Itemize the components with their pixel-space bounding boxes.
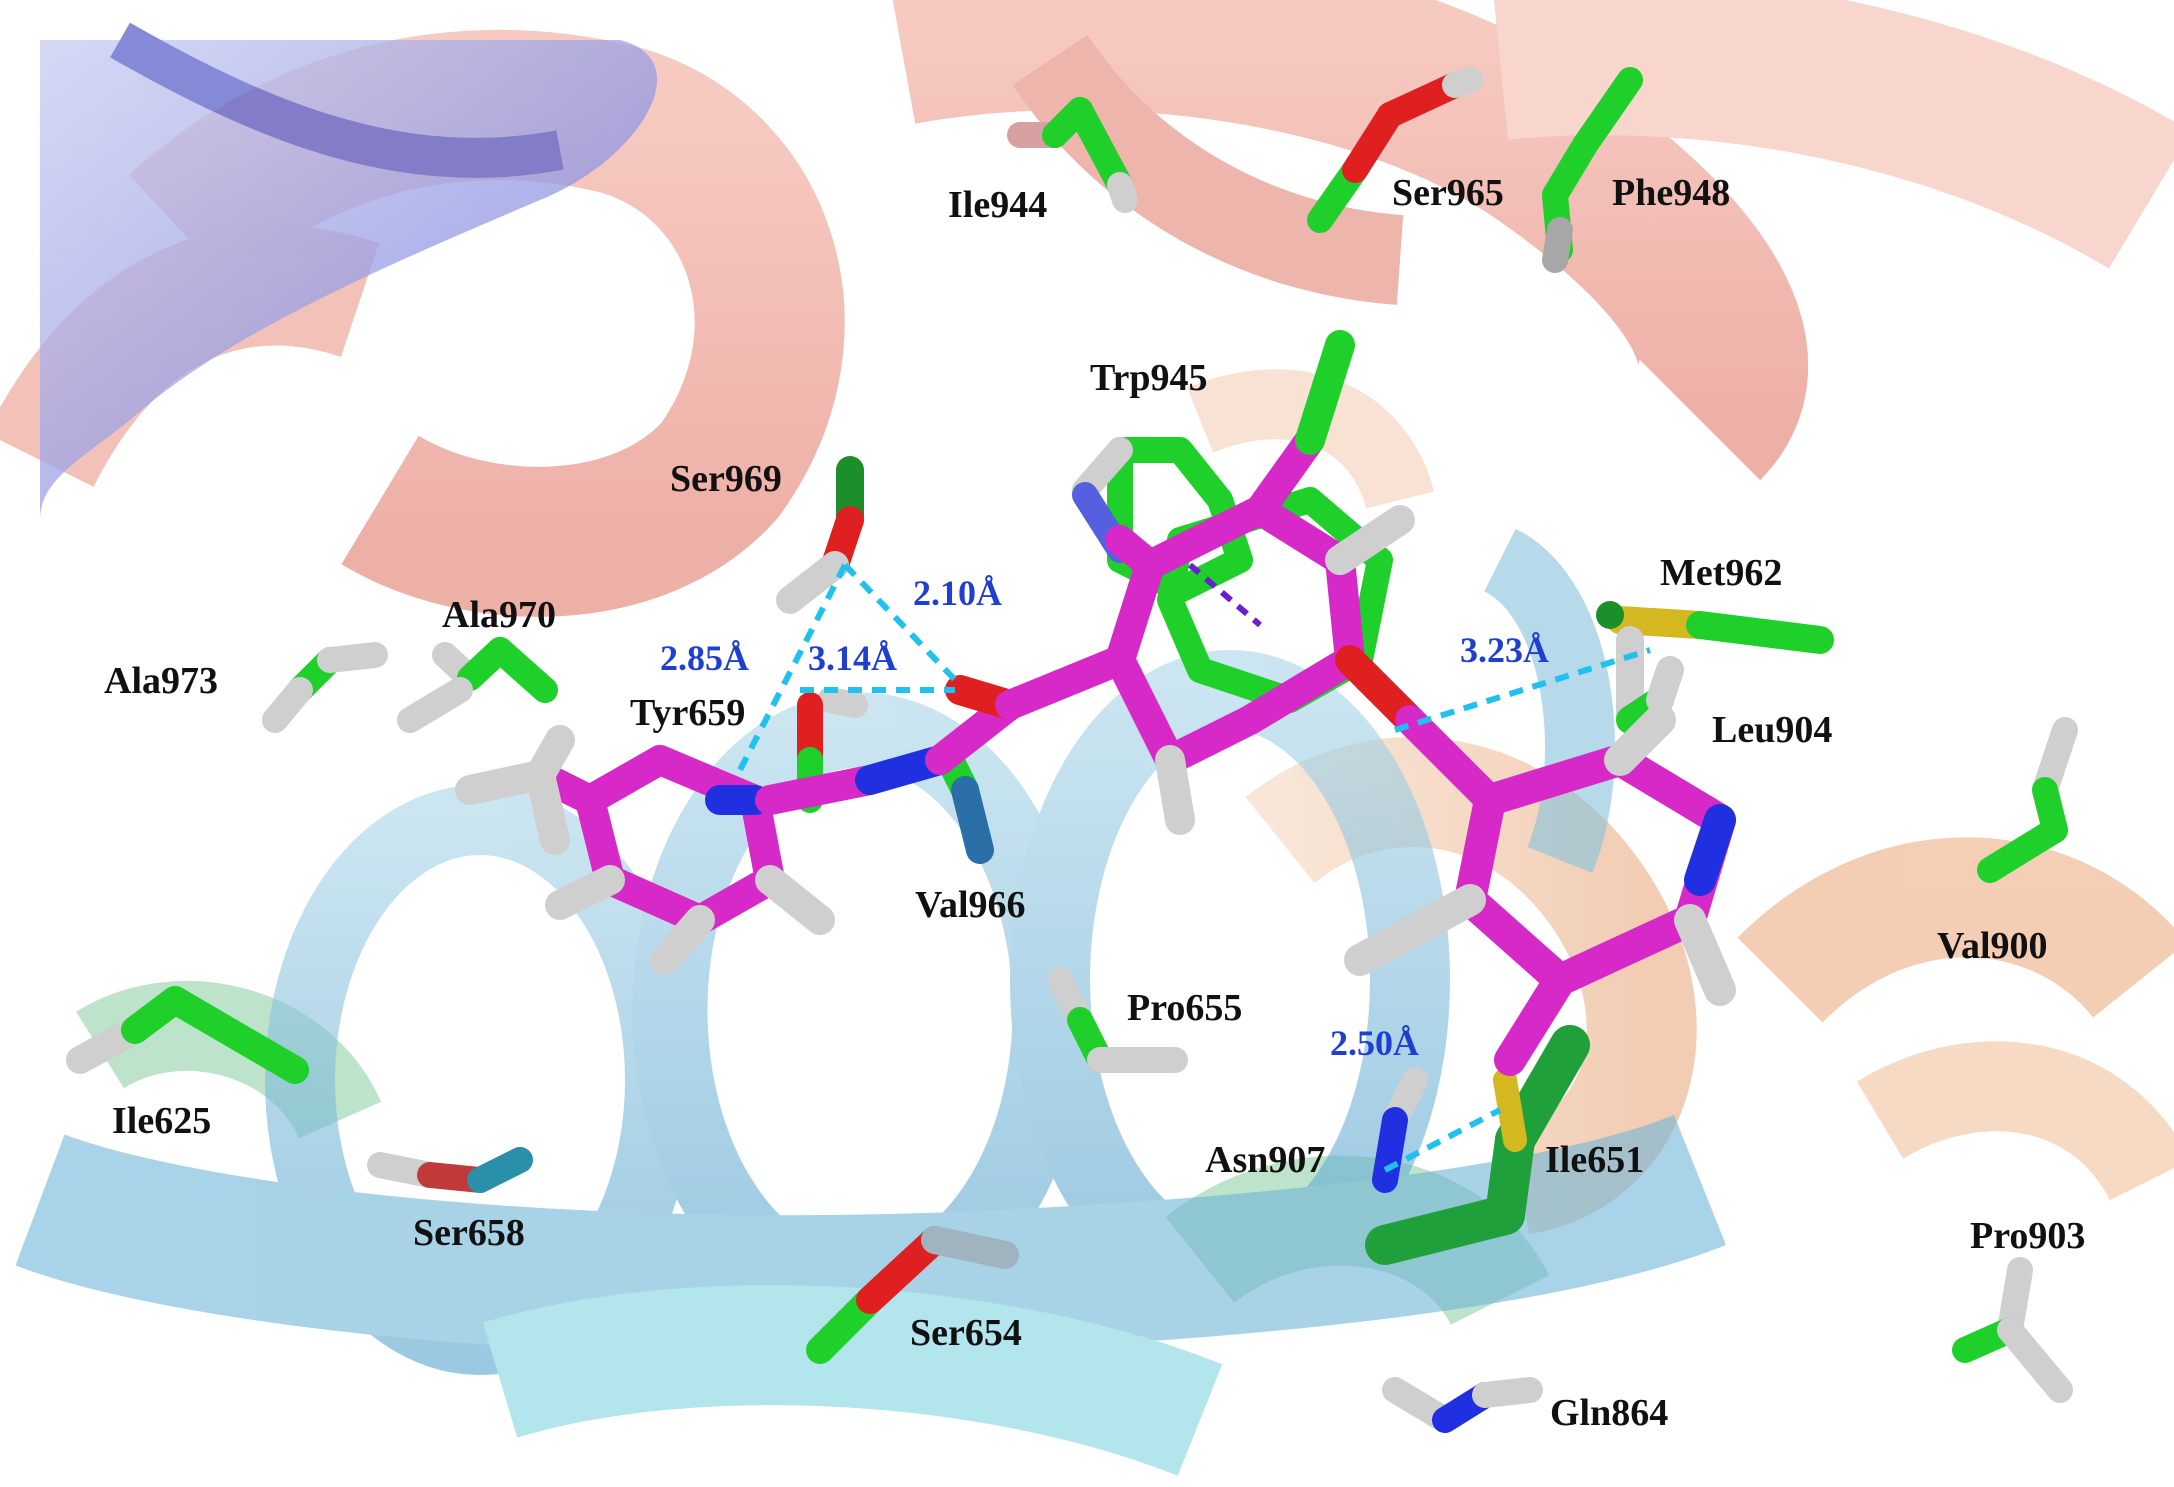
label-phe948: Phe948 — [1612, 172, 1730, 214]
residue-gln864-stick — [1382, 1377, 1543, 1433]
residue-met962-stick — [1596, 601, 1834, 654]
label-asn907: Asn907 — [1205, 1139, 1325, 1181]
label-met962: Met962 — [1660, 552, 1782, 594]
label-ile651: Ile651 — [1545, 1139, 1644, 1181]
residue-pro655-stick — [1047, 967, 1188, 1073]
pi-stacking-line — [1188, 562, 1262, 628]
label-val966: Val966 — [915, 884, 1026, 926]
distance-labels: 2.10Å 2.85Å 3.14Å 3.23Å 2.50Å — [660, 573, 1549, 1063]
label-pro903: Pro903 — [1970, 1215, 2085, 1257]
label-val900: Val900 — [1937, 925, 2048, 967]
hbond-lines — [737, 562, 1651, 1173]
label-ile625: Ile625 — [112, 1100, 211, 1142]
residue-val900-stick — [1977, 717, 2078, 883]
distance-label-tyr659-hbond-a: 2.85Å — [660, 638, 749, 678]
residue-ile625-stick — [66, 986, 309, 1084]
label-ala973: Ala973 — [104, 660, 218, 702]
residue-ala970-stick — [397, 637, 558, 733]
label-trp945: Trp945 — [1090, 357, 1208, 399]
ligand-central-phenyl — [1105, 330, 1415, 835]
residue-ser969-stick — [776, 456, 864, 614]
residue-pro903-stick — [1952, 1257, 2073, 1403]
label-leu904: Leu904 — [1712, 709, 1832, 751]
distance-label-tyr659-hbond-b: 3.14Å — [808, 638, 897, 678]
ligand-methylpyridine-ring — [455, 725, 835, 975]
residue-ser658-stick — [367, 1147, 533, 1193]
label-tyr659: Tyr659 — [630, 692, 745, 734]
distance-label-ser969-hbond: 2.10Å — [913, 573, 1002, 613]
ligand-pyrimidine-ring — [1344, 704, 1736, 1076]
residue-ile651-stick — [1365, 1025, 1590, 1265]
label-ser969: Ser969 — [670, 458, 782, 500]
residue-ser654-stick — [806, 1226, 1019, 1364]
label-ser654: Ser654 — [910, 1312, 1022, 1354]
residue-ala973-stick — [262, 642, 388, 733]
label-ile944: Ile944 — [948, 184, 1047, 226]
label-ser965: Ser965 — [1392, 172, 1504, 214]
ligand-amide-linker — [755, 645, 1135, 815]
label-ser658: Ser658 — [413, 1212, 525, 1254]
residue-phe948-stick — [1542, 67, 1643, 273]
ligand-ether-link — [1335, 645, 1505, 815]
label-gln864: Gln864 — [1550, 1392, 1668, 1434]
blue-helix-ribbon — [40, 22, 658, 520]
residue-ser965-stick — [1307, 67, 1483, 233]
residue-sticks — [66, 67, 2078, 1433]
residue-ile944-stick — [1007, 97, 1138, 213]
distance-label-met962: 3.23Å — [1460, 630, 1549, 670]
interaction-lines — [737, 562, 1651, 1173]
label-ala970: Ala970 — [442, 594, 556, 636]
distance-label-asn907-hbond: 2.50Å — [1330, 1023, 1419, 1063]
residue-labels: Ile944 Ser965 Phe948 Trp945 Ser969 Met96… — [104, 172, 2085, 1434]
ligand-molecule — [455, 330, 1736, 1076]
label-pro655: Pro655 — [1127, 987, 1242, 1029]
